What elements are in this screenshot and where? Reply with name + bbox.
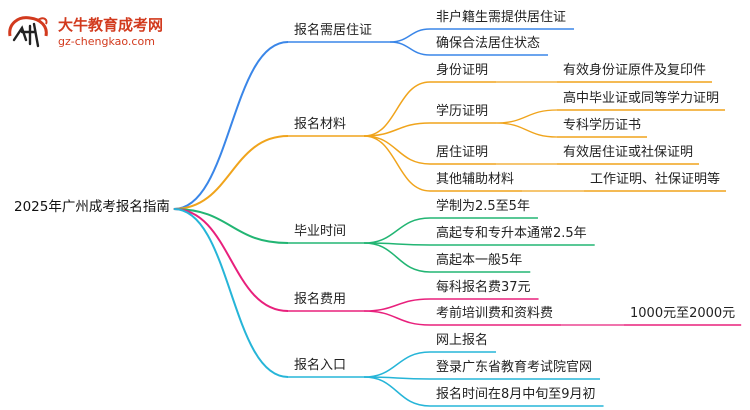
site-logo[interactable]: 大牛教育成考网 gz-chengkao.com bbox=[4, 10, 184, 56]
logo-title: 大牛教育成考网 bbox=[58, 16, 164, 34]
connector-curve bbox=[173, 208, 289, 378]
connector-curve bbox=[364, 351, 431, 378]
leaf-college-cert: 专科学历证书 bbox=[563, 118, 642, 133]
leaf-online-signup: 网上报名 bbox=[436, 333, 489, 348]
connector-curve bbox=[390, 41, 431, 56]
connector-curve bbox=[364, 376, 431, 407]
branch-residence-permit: 报名需居住证 bbox=[294, 23, 373, 38]
sub-training-fee: 考前培训费和资料费 bbox=[436, 306, 554, 321]
connector-curve bbox=[173, 208, 289, 244]
leaf-legal-stay: 确保合法居住状态 bbox=[436, 36, 541, 51]
connector-curve bbox=[364, 217, 431, 244]
branch-graduation-time: 毕业时间 bbox=[294, 224, 347, 239]
leaf-training-range: 1000元至2000元 bbox=[630, 306, 736, 321]
connector-curve bbox=[173, 135, 289, 210]
connector-curve bbox=[363, 135, 431, 192]
leaf-id-original: 有效身份证原件及复印件 bbox=[563, 63, 707, 78]
connector-curve bbox=[364, 81, 431, 137]
branch-entry: 报名入口 bbox=[294, 358, 347, 373]
leaf-ben-typical: 高起本一般5年 bbox=[436, 253, 523, 268]
connector-curve bbox=[173, 208, 289, 312]
connector-curve bbox=[496, 122, 558, 138]
leaf-residence-or-ss: 有效居住证或社保证明 bbox=[563, 145, 694, 160]
leaf-duration: 学制为2.5至5年 bbox=[436, 199, 530, 214]
sub-other-materials: 其他辅助材料 bbox=[436, 172, 515, 187]
connector-curve bbox=[364, 242, 431, 273]
sub-edu-proof: 学历证明 bbox=[436, 104, 489, 119]
sub-residence-proof: 居住证明 bbox=[436, 145, 489, 160]
connector-curve bbox=[390, 28, 431, 43]
sub-id-proof: 身份证明 bbox=[436, 63, 489, 78]
connector-curve bbox=[364, 310, 431, 326]
leaf-official-site: 登录广东省教育考试院官网 bbox=[436, 360, 593, 375]
branch-materials: 报名材料 bbox=[294, 117, 347, 132]
leaf-zhuan-typical: 高起专和专升本通常2.5年 bbox=[436, 226, 587, 241]
connector-curve bbox=[496, 109, 558, 124]
branch-fees: 报名费用 bbox=[294, 292, 347, 307]
root-topic: 2025年广州成考报名指南 bbox=[14, 199, 170, 215]
logo-url: gz-chengkao.com bbox=[58, 35, 155, 48]
connector-curve bbox=[364, 122, 431, 137]
connector-curve bbox=[364, 298, 431, 312]
leaf-exam-fee: 每科报名费37元 bbox=[436, 280, 531, 295]
bull-emblem-icon bbox=[8, 16, 48, 48]
leaf-signup-period: 报名时间在8月中旬至9月初 bbox=[436, 387, 596, 402]
connector-curve bbox=[173, 41, 289, 210]
leaf-work-ss-proof: 工作证明、社保证明等 bbox=[590, 172, 721, 187]
leaf-need-permit: 非户籍生需提供居住证 bbox=[436, 10, 567, 25]
connector-curve bbox=[364, 135, 431, 165]
leaf-highschool-cert: 高中毕业证或同等学力证明 bbox=[563, 91, 720, 106]
